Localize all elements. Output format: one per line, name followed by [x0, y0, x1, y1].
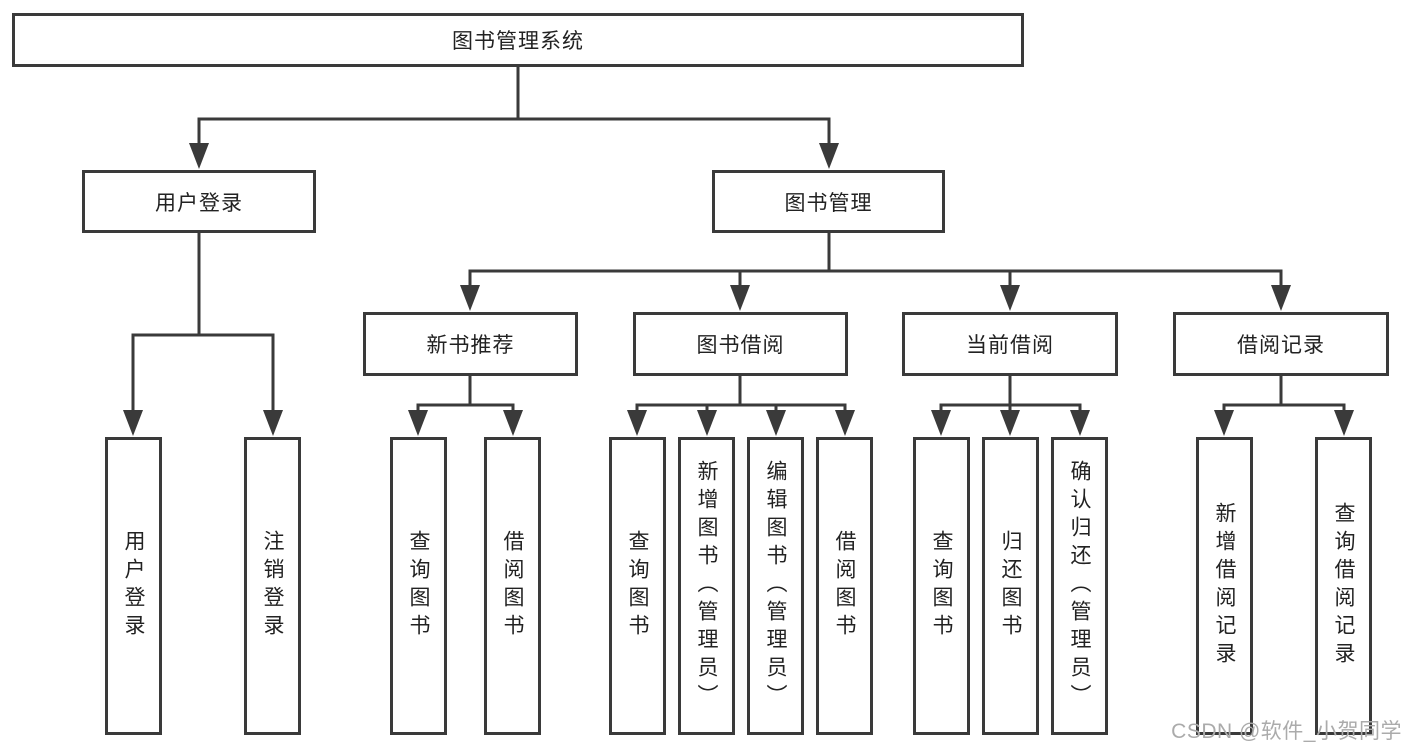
- node-label: 查询图书: [407, 530, 430, 642]
- node-book-management-branch: 图书管理: [712, 170, 945, 233]
- node-label: 新增图书（管理员）: [695, 460, 718, 712]
- connector-root-to-level2: [189, 65, 839, 169]
- connector-user-login-to-leaves: [123, 231, 283, 436]
- leaf-confirm-return-admin: 确认归还（管理员）: [1051, 437, 1108, 735]
- leaf-borrow-query-book: 查询图书: [609, 437, 666, 735]
- node-label: 新书推荐: [426, 334, 515, 357]
- node-label: 用户登录: [122, 530, 145, 642]
- leaf-add-borrow-record: 新增借阅记录: [1196, 437, 1253, 735]
- node-label: 查询借阅记录: [1332, 502, 1355, 670]
- leaf-borrow-book: 借阅图书: [816, 437, 873, 735]
- connector-new-book-recommend-to-leaves: [408, 373, 523, 436]
- node-label: 查询图书: [930, 530, 953, 642]
- leaf-query-borrow-record: 查询借阅记录: [1315, 437, 1372, 735]
- leaf-current-query-book: 查询图书: [913, 437, 970, 735]
- node-label: 图书借阅: [696, 334, 785, 357]
- node-label: 当前借阅: [966, 334, 1054, 357]
- connector-borrow-record-to-leaves: [1214, 373, 1354, 436]
- node-label: 确认归还（管理员）: [1068, 460, 1091, 712]
- leaf-add-book-admin: 新增图书（管理员）: [678, 437, 735, 735]
- node-book-borrow: 图书借阅: [633, 312, 848, 376]
- node-label: 用户登录: [155, 191, 243, 215]
- leaf-recommend-query-book: 查询图书: [390, 437, 447, 735]
- node-new-book-recommend: 新书推荐: [363, 312, 578, 376]
- connector-book-borrow-to-leaves: [627, 373, 855, 436]
- node-label: 注销登录: [261, 530, 284, 642]
- node-label: 图书管理: [784, 191, 873, 215]
- node-current-borrow: 当前借阅: [902, 312, 1118, 376]
- node-label: 编辑图书（管理员）: [764, 460, 787, 712]
- leaf-edit-book-admin: 编辑图书（管理员）: [747, 437, 804, 735]
- node-label: 图书管理系统: [452, 30, 584, 53]
- csdn-watermark: CSDN @软件_小贺同学: [1171, 720, 1402, 743]
- leaf-recommend-borrow-book: 借阅图书: [484, 437, 541, 735]
- node-label: 新增借阅记录: [1213, 502, 1236, 670]
- leaf-return-book: 归还图书: [982, 437, 1039, 735]
- node-label: 借阅记录: [1237, 334, 1325, 357]
- connector-book-management-to-modules: [460, 231, 1291, 311]
- node-borrow-record: 借阅记录: [1173, 312, 1389, 376]
- node-user-login-branch: 用户登录: [82, 170, 316, 233]
- leaf-user-login: 用户登录: [105, 437, 162, 735]
- node-label: 借阅图书: [833, 530, 856, 642]
- connector-current-borrow-to-leaves: [931, 373, 1090, 436]
- node-label: 归还图书: [999, 530, 1022, 642]
- node-label: 借阅图书: [501, 530, 524, 642]
- node-label: 查询图书: [626, 530, 649, 642]
- leaf-logout: 注销登录: [244, 437, 301, 735]
- node-root-system: 图书管理系统: [12, 13, 1024, 67]
